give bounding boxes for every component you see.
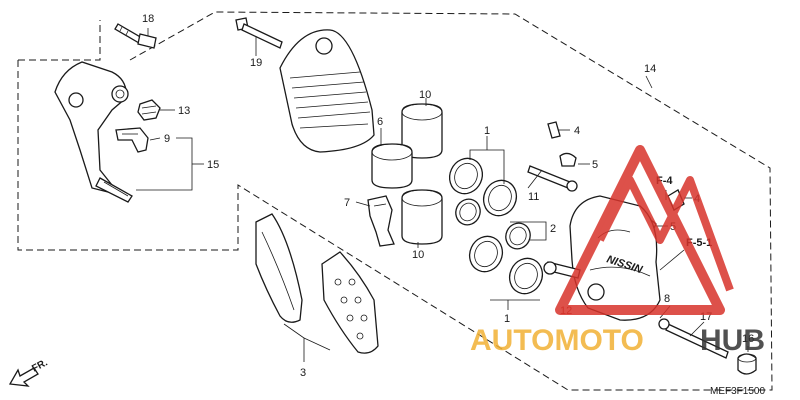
watermark-triangle-outer [555,145,725,315]
watermark-triangle-inner [596,176,734,292]
pad-spring-7 [367,195,395,247]
callout-3: 3 [300,367,306,379]
callout-14: 14 [644,63,656,75]
callout-8: 8 [664,293,670,305]
piston-6 [371,143,413,189]
callout-4-upper: 4 [574,125,580,137]
seals-1-2 [448,157,544,295]
callout-9: 9 [164,133,170,145]
callout-1-lower: 1 [504,313,510,325]
pin-bolt-19 [235,17,283,49]
plug-16 [737,353,757,375]
boot-13 [137,99,161,121]
callout-10-upper: 10 [419,89,431,101]
callout-19: 19 [250,57,262,69]
callout-1-upper: 1 [484,125,490,137]
retainer-9 [115,127,149,153]
callout-16: 16 [742,333,754,345]
callout-11: 11 [528,191,539,203]
watermark: AUTOMOTO HUB [470,145,765,357]
brake-pad-left [255,213,303,323]
diagram-code: MEF3F1500 [710,386,765,397]
callout-13: 13 [178,105,190,117]
pin-11 [527,165,578,192]
piston-10-lower [401,189,443,245]
callout-10-lower: 10 [412,249,424,261]
callout-18: 18 [142,13,154,25]
bolt-18 [114,23,157,49]
callout-7: 7 [344,197,350,209]
bolt-12 [543,261,581,279]
watermark-text-automoto: AUTOMOTO [470,324,644,357]
front-direction-arrow: FR. [8,357,50,387]
callout-5-upper: 5 [592,159,598,171]
fr-label: FR. [30,357,50,374]
assembly-boundary-lines [17,11,773,391]
brake-pad-right [321,251,379,354]
caliper-body-14 [279,29,375,153]
caliper-bracket [54,61,133,203]
callout-2: 2 [550,223,556,235]
callout-15: 15 [207,159,219,171]
watermark-text-hub: HUB [700,324,765,357]
pad-pin-17 [658,318,729,359]
callout-6: 6 [377,116,383,128]
